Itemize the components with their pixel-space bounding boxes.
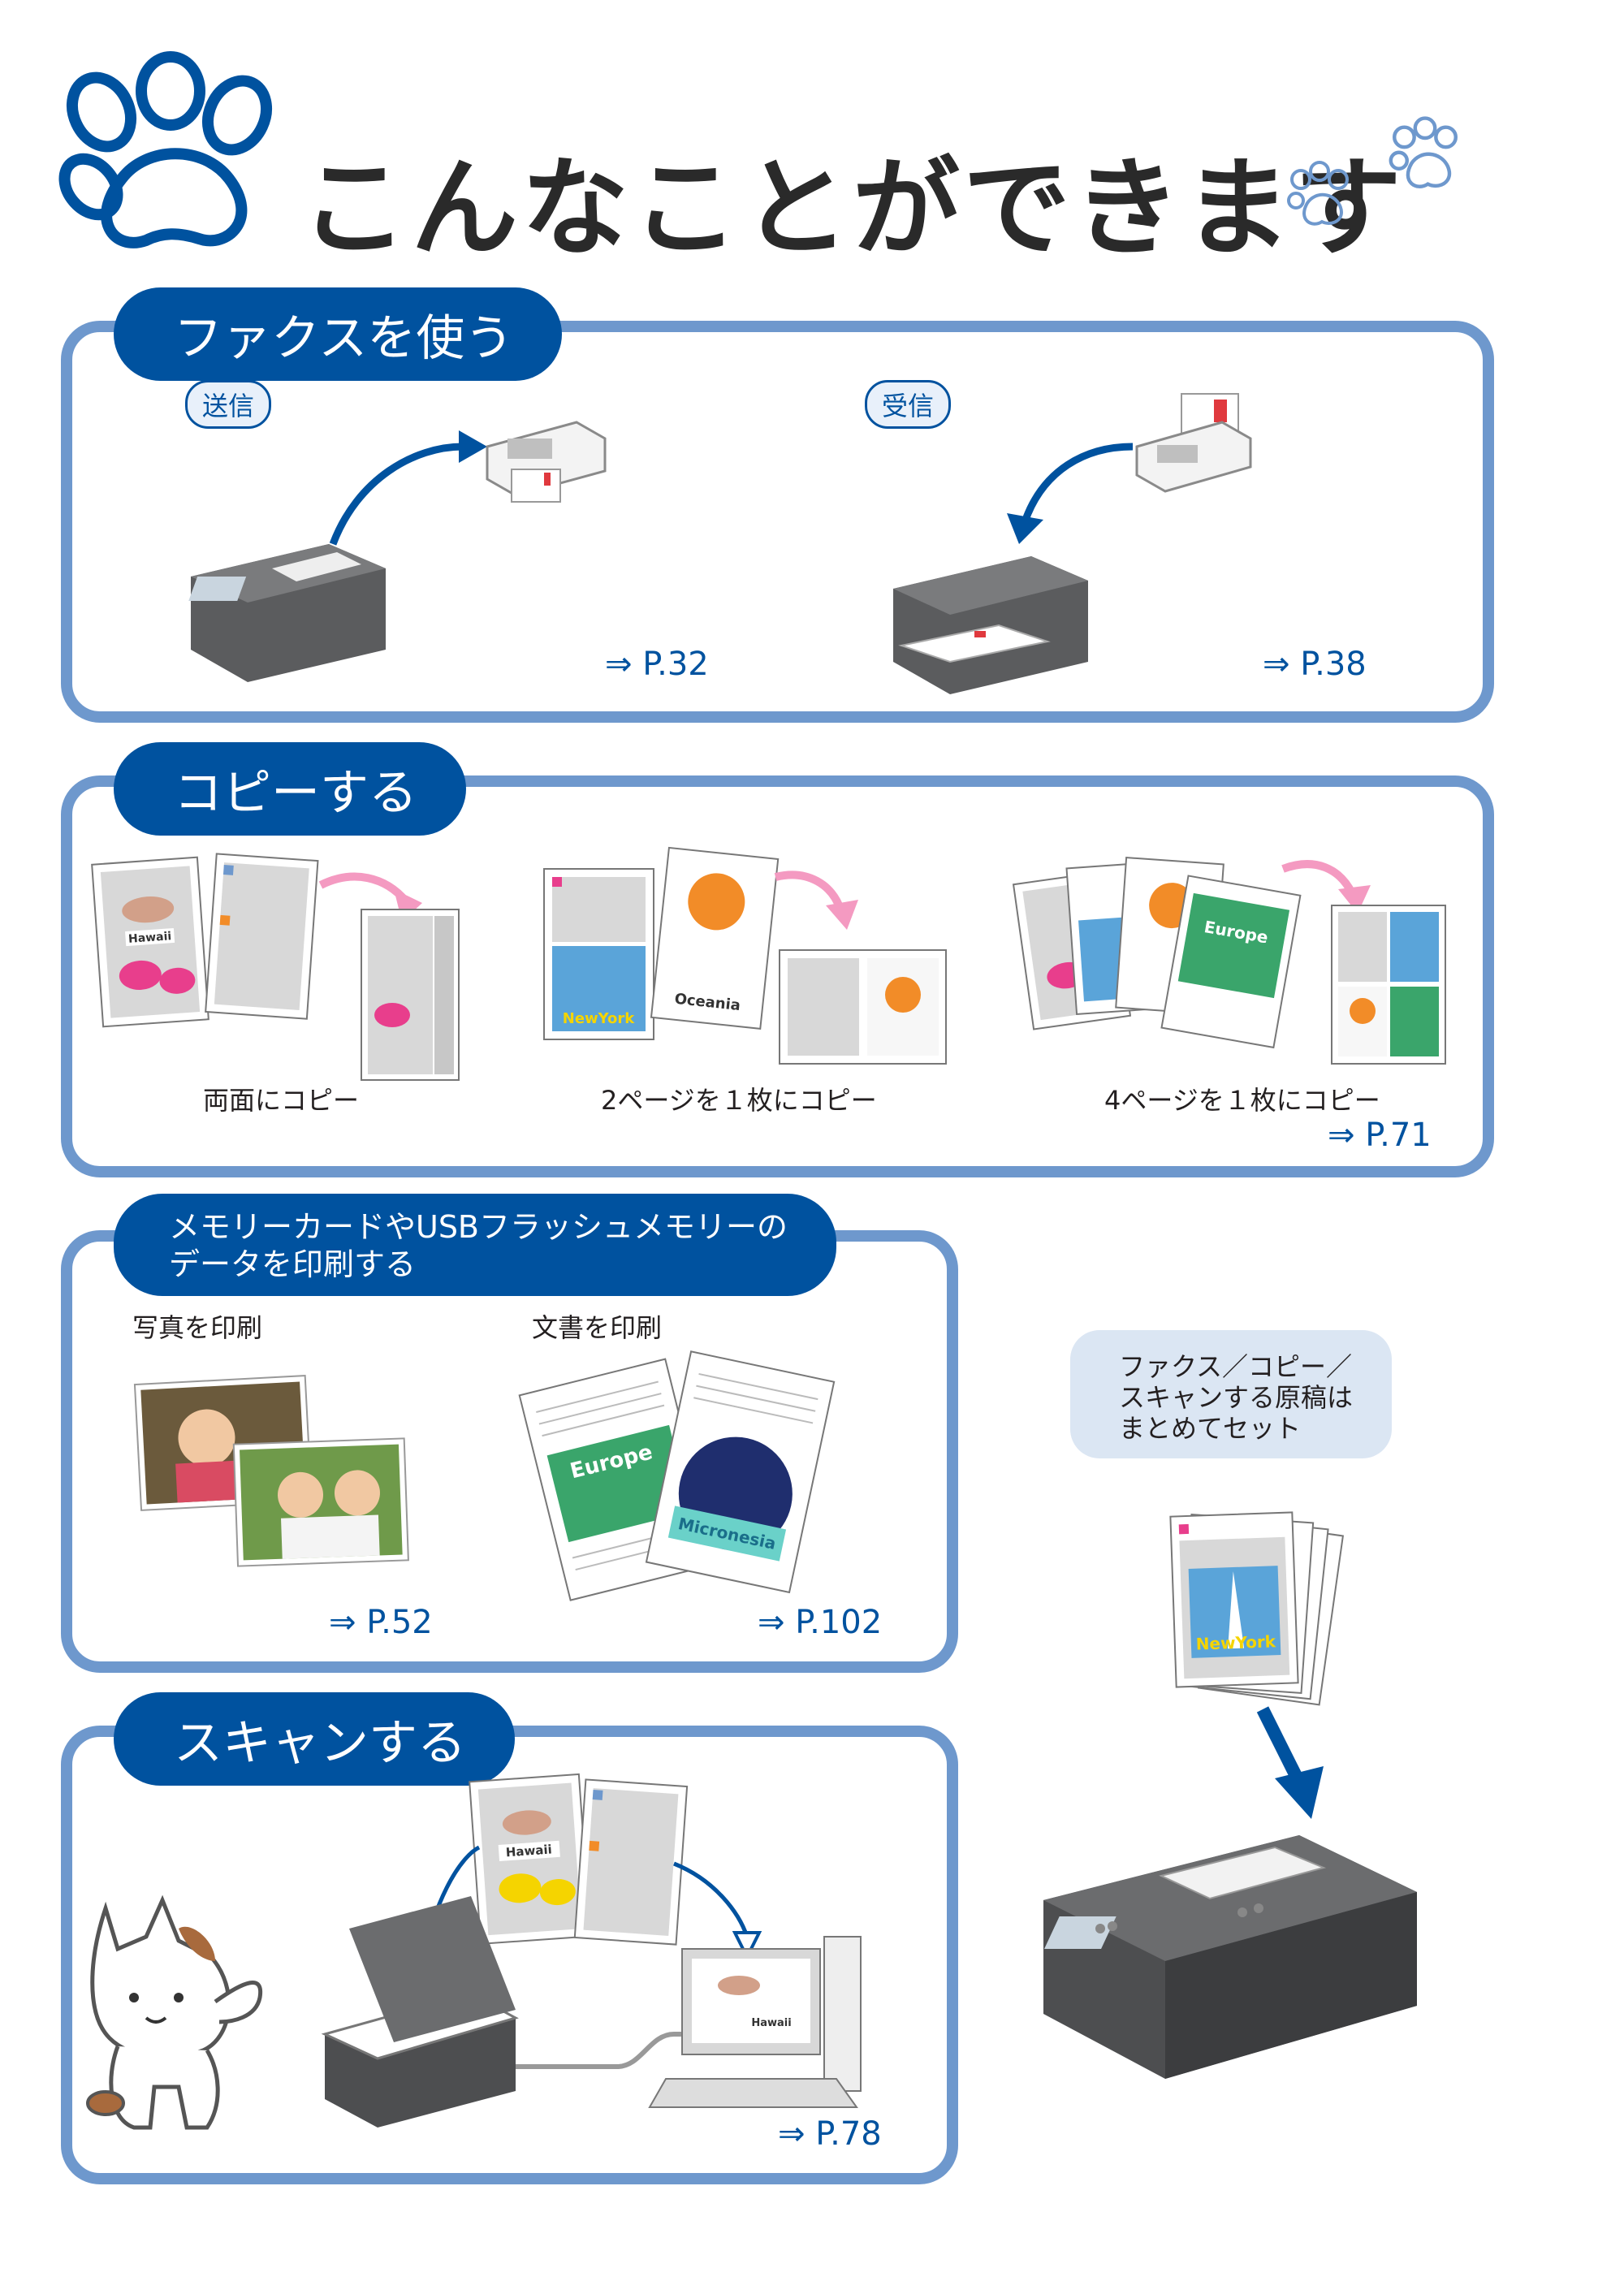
- printer-illustration: [1043, 1835, 1417, 2079]
- duplex-copy-label: 両面にコピー: [203, 1085, 360, 1116]
- documents-illustration: Europe Micronesia: [518, 1350, 836, 1601]
- scan-ref[interactable]: ⇒ P.78: [778, 2115, 882, 2153]
- sample-text-hawaii: Hawaii: [128, 930, 172, 946]
- four-on-one-label: 4ページを１枚にコピー: [1104, 1085, 1380, 1116]
- fax-machine-illustration: [486, 421, 607, 503]
- scan-heading: スキャンする: [114, 1692, 515, 1786]
- document-stack-illustration: NewYork: [1169, 1511, 1345, 1706]
- sample-text-newyork: NewYork: [1195, 1631, 1276, 1653]
- photos-illustration: [133, 1375, 409, 1567]
- fax-receive-ref[interactable]: ⇒ P.38: [1263, 646, 1367, 683]
- scan-flow-illustration: Hawaii Hawaii: [321, 1773, 862, 2128]
- sample-text-newyork: NewYork: [563, 1010, 636, 1027]
- fax-heading: ファクスを使う: [114, 287, 563, 381]
- paw-logo-icon: [58, 51, 272, 248]
- small-paw-icon: [1389, 116, 1458, 188]
- note-line: ファクス／コピー／: [1119, 1351, 1353, 1382]
- doc-print-label: 文書を印刷: [532, 1312, 663, 1343]
- down-arrow: [1256, 1706, 1324, 1819]
- receive-arrow: [1007, 443, 1134, 544]
- small-paw-icon: [1287, 161, 1349, 226]
- sample-text-hawaii: Hawaii: [751, 2017, 791, 2029]
- two-on-one-illustration: NewYork Oceania: [543, 846, 947, 1065]
- photo-print-ref[interactable]: ⇒ P.52: [329, 1604, 433, 1641]
- copy-ref[interactable]: ⇒ P.71: [1328, 1117, 1432, 1154]
- page-title: こんなことができます: [300, 146, 1405, 271]
- fax-machine-illustration: [1135, 393, 1252, 493]
- send-arrow: [329, 430, 487, 546]
- receive-badge: 受信: [865, 380, 952, 429]
- two-on-one-label: 2ページを１枚にコピー: [601, 1085, 877, 1116]
- four-on-one-illustration: Europe: [1012, 856, 1446, 1065]
- photo-print-label: 写真を印刷: [132, 1312, 263, 1343]
- send-badge: 送信: [185, 380, 272, 429]
- sample-text-hawaii: Hawaii: [505, 1842, 552, 1860]
- printer-illustration: [188, 544, 386, 682]
- print-heading: メモリーカードやUSBフラッシュメモリーの データを印刷する: [114, 1194, 837, 1296]
- copy-heading: コピーする: [114, 742, 466, 836]
- cat-mascot-illustration: [86, 1894, 263, 2130]
- batch-set-note: ファクス／コピー／ スキャンする原稿は まとめてセット: [1070, 1330, 1392, 1458]
- note-line: まとめてセット: [1119, 1413, 1302, 1444]
- printer-illustration: [893, 556, 1088, 694]
- fax-send-ref[interactable]: ⇒ P.32: [605, 646, 709, 683]
- doc-print-ref[interactable]: ⇒ P.102: [758, 1604, 883, 1641]
- print-heading-line1: メモリーカードやUSBフラッシュメモリーの: [169, 1209, 788, 1245]
- note-line: スキャンする原稿は: [1119, 1382, 1354, 1413]
- duplex-copy-illustration: Hawaii: [91, 853, 460, 1081]
- print-heading-line2: データを印刷する: [169, 1246, 417, 1282]
